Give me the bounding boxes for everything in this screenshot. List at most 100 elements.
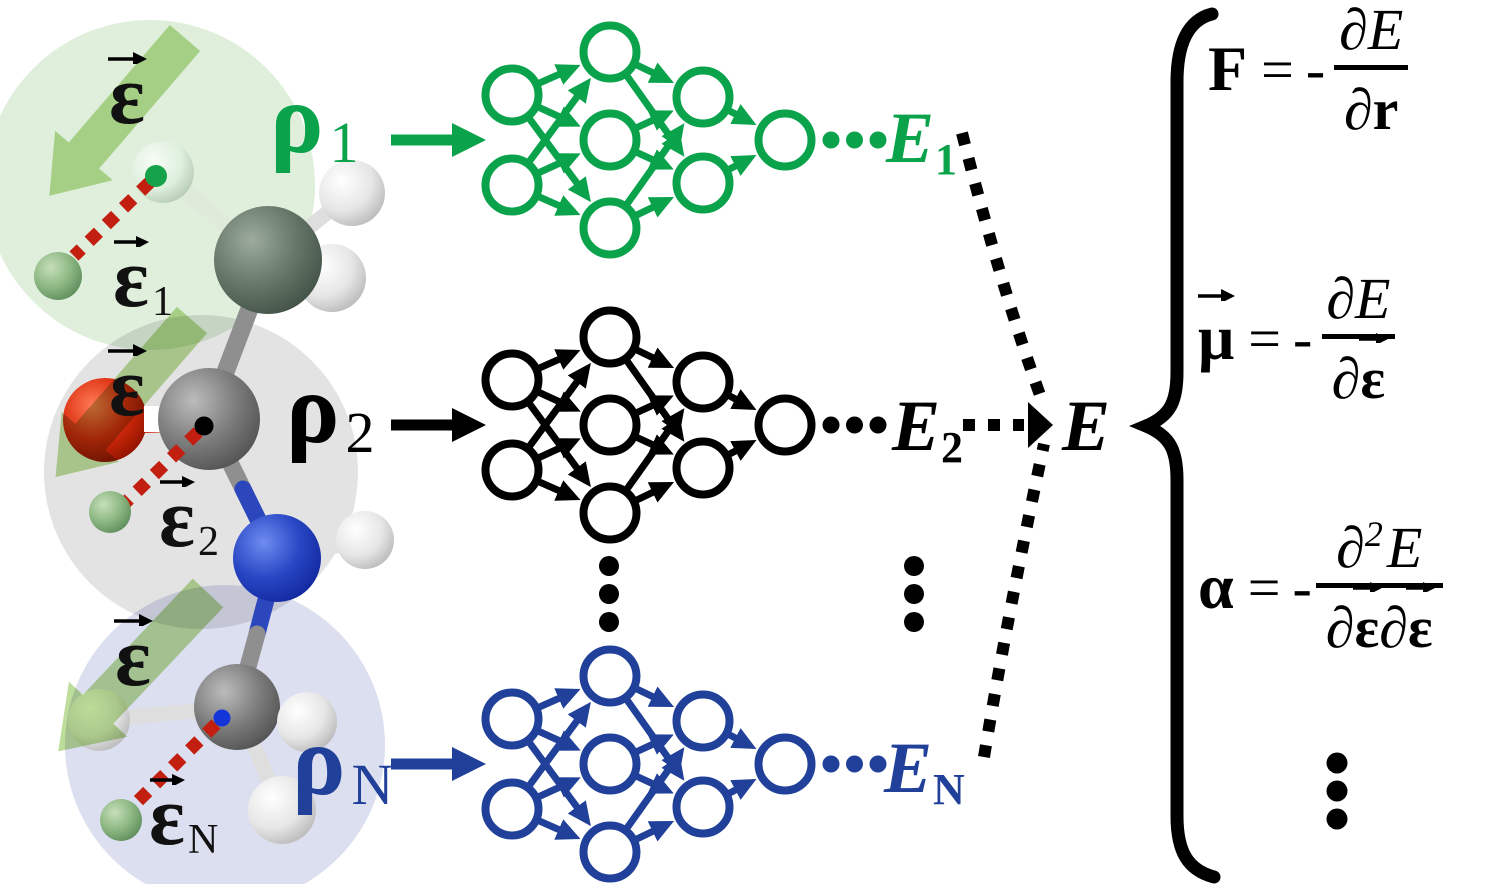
epsilon: ε: [159, 472, 195, 565]
input-arrowhead: [452, 408, 486, 442]
vector-arrow-icon: [114, 236, 149, 247]
network-edge: [537, 817, 581, 840]
network-edge: [624, 123, 685, 206]
partial: ∂: [1331, 345, 1361, 411]
network-node: [579, 394, 641, 456]
partial: ∂: [1325, 595, 1355, 660]
output-ellipsis-dot: [822, 755, 840, 773]
network-edge: [635, 149, 674, 170]
output-ellipsis-dot: [822, 416, 840, 434]
network-node: [579, 645, 641, 707]
curly-brace: [1129, 7, 1221, 884]
network-edge: [727, 104, 757, 126]
network-edge: [635, 197, 675, 219]
network-edge: [635, 110, 674, 131]
output-ellipsis-dot: [822, 131, 840, 149]
minus: -: [1293, 305, 1313, 371]
network-node: [481, 154, 543, 216]
carbon-atom-envN-center: [194, 664, 280, 750]
network-edge: [537, 478, 581, 501]
network-node: [579, 21, 641, 83]
energy-symbol: E: [892, 386, 941, 466]
field-arrow-env2: [55, 306, 208, 477]
equals: =: [1261, 36, 1294, 102]
center-dot-green: [145, 165, 167, 187]
energy-sum-links: [956, 131, 1050, 758]
fraction: ∂E ∂ε: [1316, 263, 1400, 414]
hydrogen-atom: [319, 160, 385, 226]
field-epsilon: ε: [115, 611, 151, 704]
field-arrows: [49, 24, 224, 752]
energy-var: E: [1367, 0, 1404, 62]
charge-links: [69, 177, 221, 811]
network-node: [672, 437, 734, 499]
network-edge: [727, 778, 757, 800]
rho1-label: ρ 1: [270, 69, 359, 172]
sum-link-E1: [956, 131, 1050, 409]
output-ellipsis-dot: [869, 416, 887, 434]
point-charge-env1: [34, 252, 82, 300]
vertical-ellipsis-energies: [904, 556, 924, 632]
eps1-label: ε 1: [112, 232, 173, 325]
network-node: [754, 394, 816, 456]
rho-subscript: 1: [329, 110, 359, 175]
charge-link-envN: [128, 719, 221, 811]
network-node: [672, 776, 734, 838]
minus: -: [1305, 36, 1326, 102]
dipole-formula: μ = - ∂E ∂ε: [1198, 240, 1400, 436]
network-edge: [727, 728, 757, 750]
vector-arrow-icon: [108, 344, 147, 356]
point-charges: [34, 252, 142, 841]
network-edge: [635, 61, 675, 83]
network-node: [754, 733, 816, 795]
molecule-atoms: [63, 141, 394, 844]
network-edge: [526, 362, 591, 449]
epsilon-subscript: 1: [152, 278, 173, 325]
vector-arrow-icon: [1358, 332, 1388, 343]
network-edge: [537, 777, 581, 800]
network-edge: [526, 401, 591, 488]
network-edge: [635, 482, 675, 504]
network-edge: [635, 685, 675, 707]
network-edge: [624, 408, 685, 491]
force-formula: F = - ∂E ∂r: [1208, 0, 1413, 144]
vector-arrow-icon: [108, 52, 147, 64]
vertical-ellipsis-formulas: [1326, 752, 1348, 830]
field-label-envN: ε: [112, 611, 154, 704]
network-edge: [727, 439, 757, 461]
epsilon: ε: [113, 232, 149, 325]
network-edge: [526, 701, 591, 788]
partial: ∂: [1339, 0, 1368, 62]
partial: ∂: [1326, 265, 1355, 331]
network-node: [481, 778, 543, 840]
network-node: [579, 482, 641, 544]
network-edge: [537, 64, 581, 87]
output-ellipsis-dot: [846, 131, 863, 149]
epsilon: ε: [149, 770, 185, 863]
neural-network-2: [391, 306, 887, 544]
rho: ρ: [292, 705, 346, 816]
output-ellipsis-dot: [869, 755, 887, 773]
output-ellipsis-dot: [846, 416, 863, 434]
hydrogen-atom: [248, 776, 316, 844]
network-edge: [537, 349, 581, 372]
network-node: [579, 306, 641, 368]
sum-arrowhead: [1028, 402, 1053, 448]
eps2-label: ε 2: [158, 472, 219, 565]
epsN-label: ε N: [148, 770, 218, 863]
hydrogen-atom: [277, 692, 337, 752]
energy-EN-label: E N: [884, 732, 965, 811]
fraction: ∂E ∂r: [1329, 0, 1413, 145]
exponent: 2: [1364, 514, 1383, 554]
equals: =: [1247, 554, 1281, 620]
network-edge: [635, 734, 674, 755]
network-edge: [635, 346, 675, 368]
network-node: [579, 109, 641, 171]
neural-network-1: [391, 21, 887, 259]
field-label-env1: ε: [106, 50, 148, 137]
network-edge: [526, 740, 591, 827]
network-node: [672, 351, 734, 413]
